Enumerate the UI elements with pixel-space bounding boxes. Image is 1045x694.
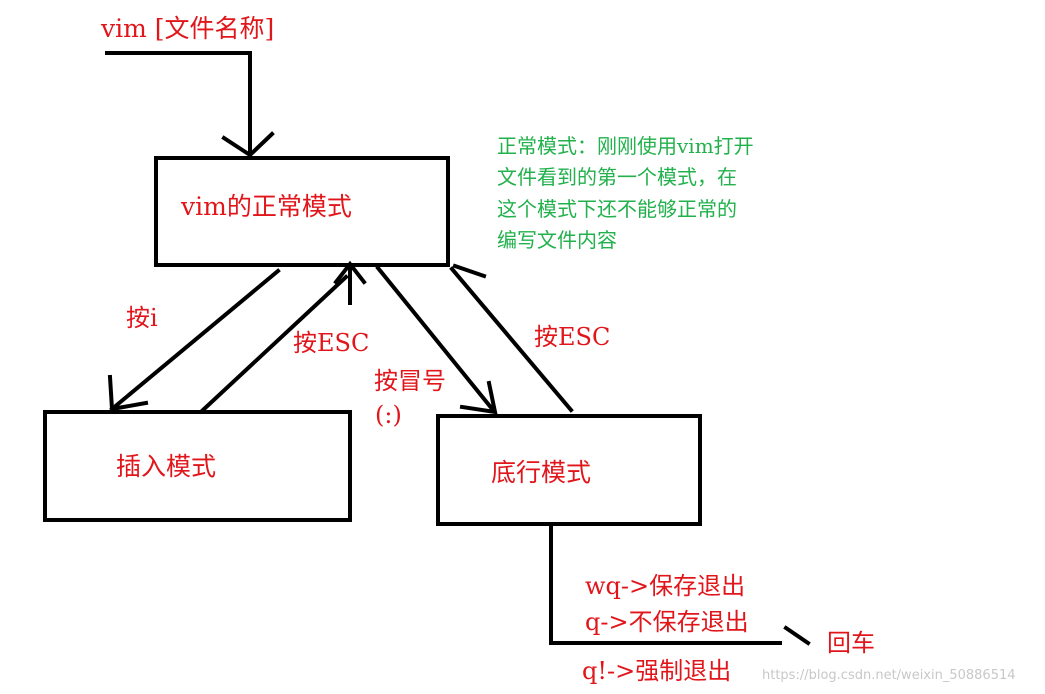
insert-mode-label: 插入模式	[116, 452, 217, 481]
command-line-mode-box	[436, 414, 702, 526]
command-q: q->不保存退出	[585, 608, 749, 636]
start-arrowhead	[221, 131, 275, 158]
command-wq: wq->保存退出	[585, 572, 746, 600]
edge-label-press-i: 按i	[126, 304, 158, 332]
insert-mode-box	[43, 410, 352, 522]
note-line-4: 编写文件内容	[497, 228, 617, 252]
arrow-normal-to-cmd	[375, 265, 496, 413]
normal-mode-label: vim的正常模式	[181, 192, 352, 221]
exit-arrowhead	[783, 625, 811, 646]
normal-mode-box	[154, 156, 450, 267]
enter-label: 回车	[827, 629, 875, 657]
command-q-force: q!->强制退出	[582, 657, 732, 685]
start-arrow	[105, 51, 252, 157]
note-line-1: 正常模式：刚刚使用vim打开	[497, 134, 754, 158]
arrow-normal-to-insert	[109, 268, 281, 412]
edge-label-press-colon: 按冒号	[374, 367, 446, 395]
command-line-mode-label: 底行模式	[491, 458, 592, 487]
start-command-label: vim [文件名称]	[101, 14, 275, 43]
edge-label-colon-symbol: (:)	[375, 401, 402, 429]
arrowhead-normal-esc	[333, 260, 367, 285]
arrow-insert-to-normal	[200, 274, 349, 413]
exit-line	[549, 524, 782, 645]
watermark: https://blog.csdn.net/weixin_50886514	[762, 668, 1016, 683]
note-line-3: 这个模式下还不能够正常的	[497, 197, 737, 221]
edge-label-esc-right: 按ESC	[534, 323, 611, 351]
edge-label-esc-left: 按ESC	[293, 329, 370, 357]
arrowhead-cmd	[459, 380, 498, 415]
arrowhead-insert	[107, 374, 149, 412]
arrow-cmd-to-normal	[449, 266, 574, 413]
note-line-2: 文件看到的第一个模式，在	[497, 165, 737, 189]
arrowhead-normal-right	[452, 263, 487, 279]
